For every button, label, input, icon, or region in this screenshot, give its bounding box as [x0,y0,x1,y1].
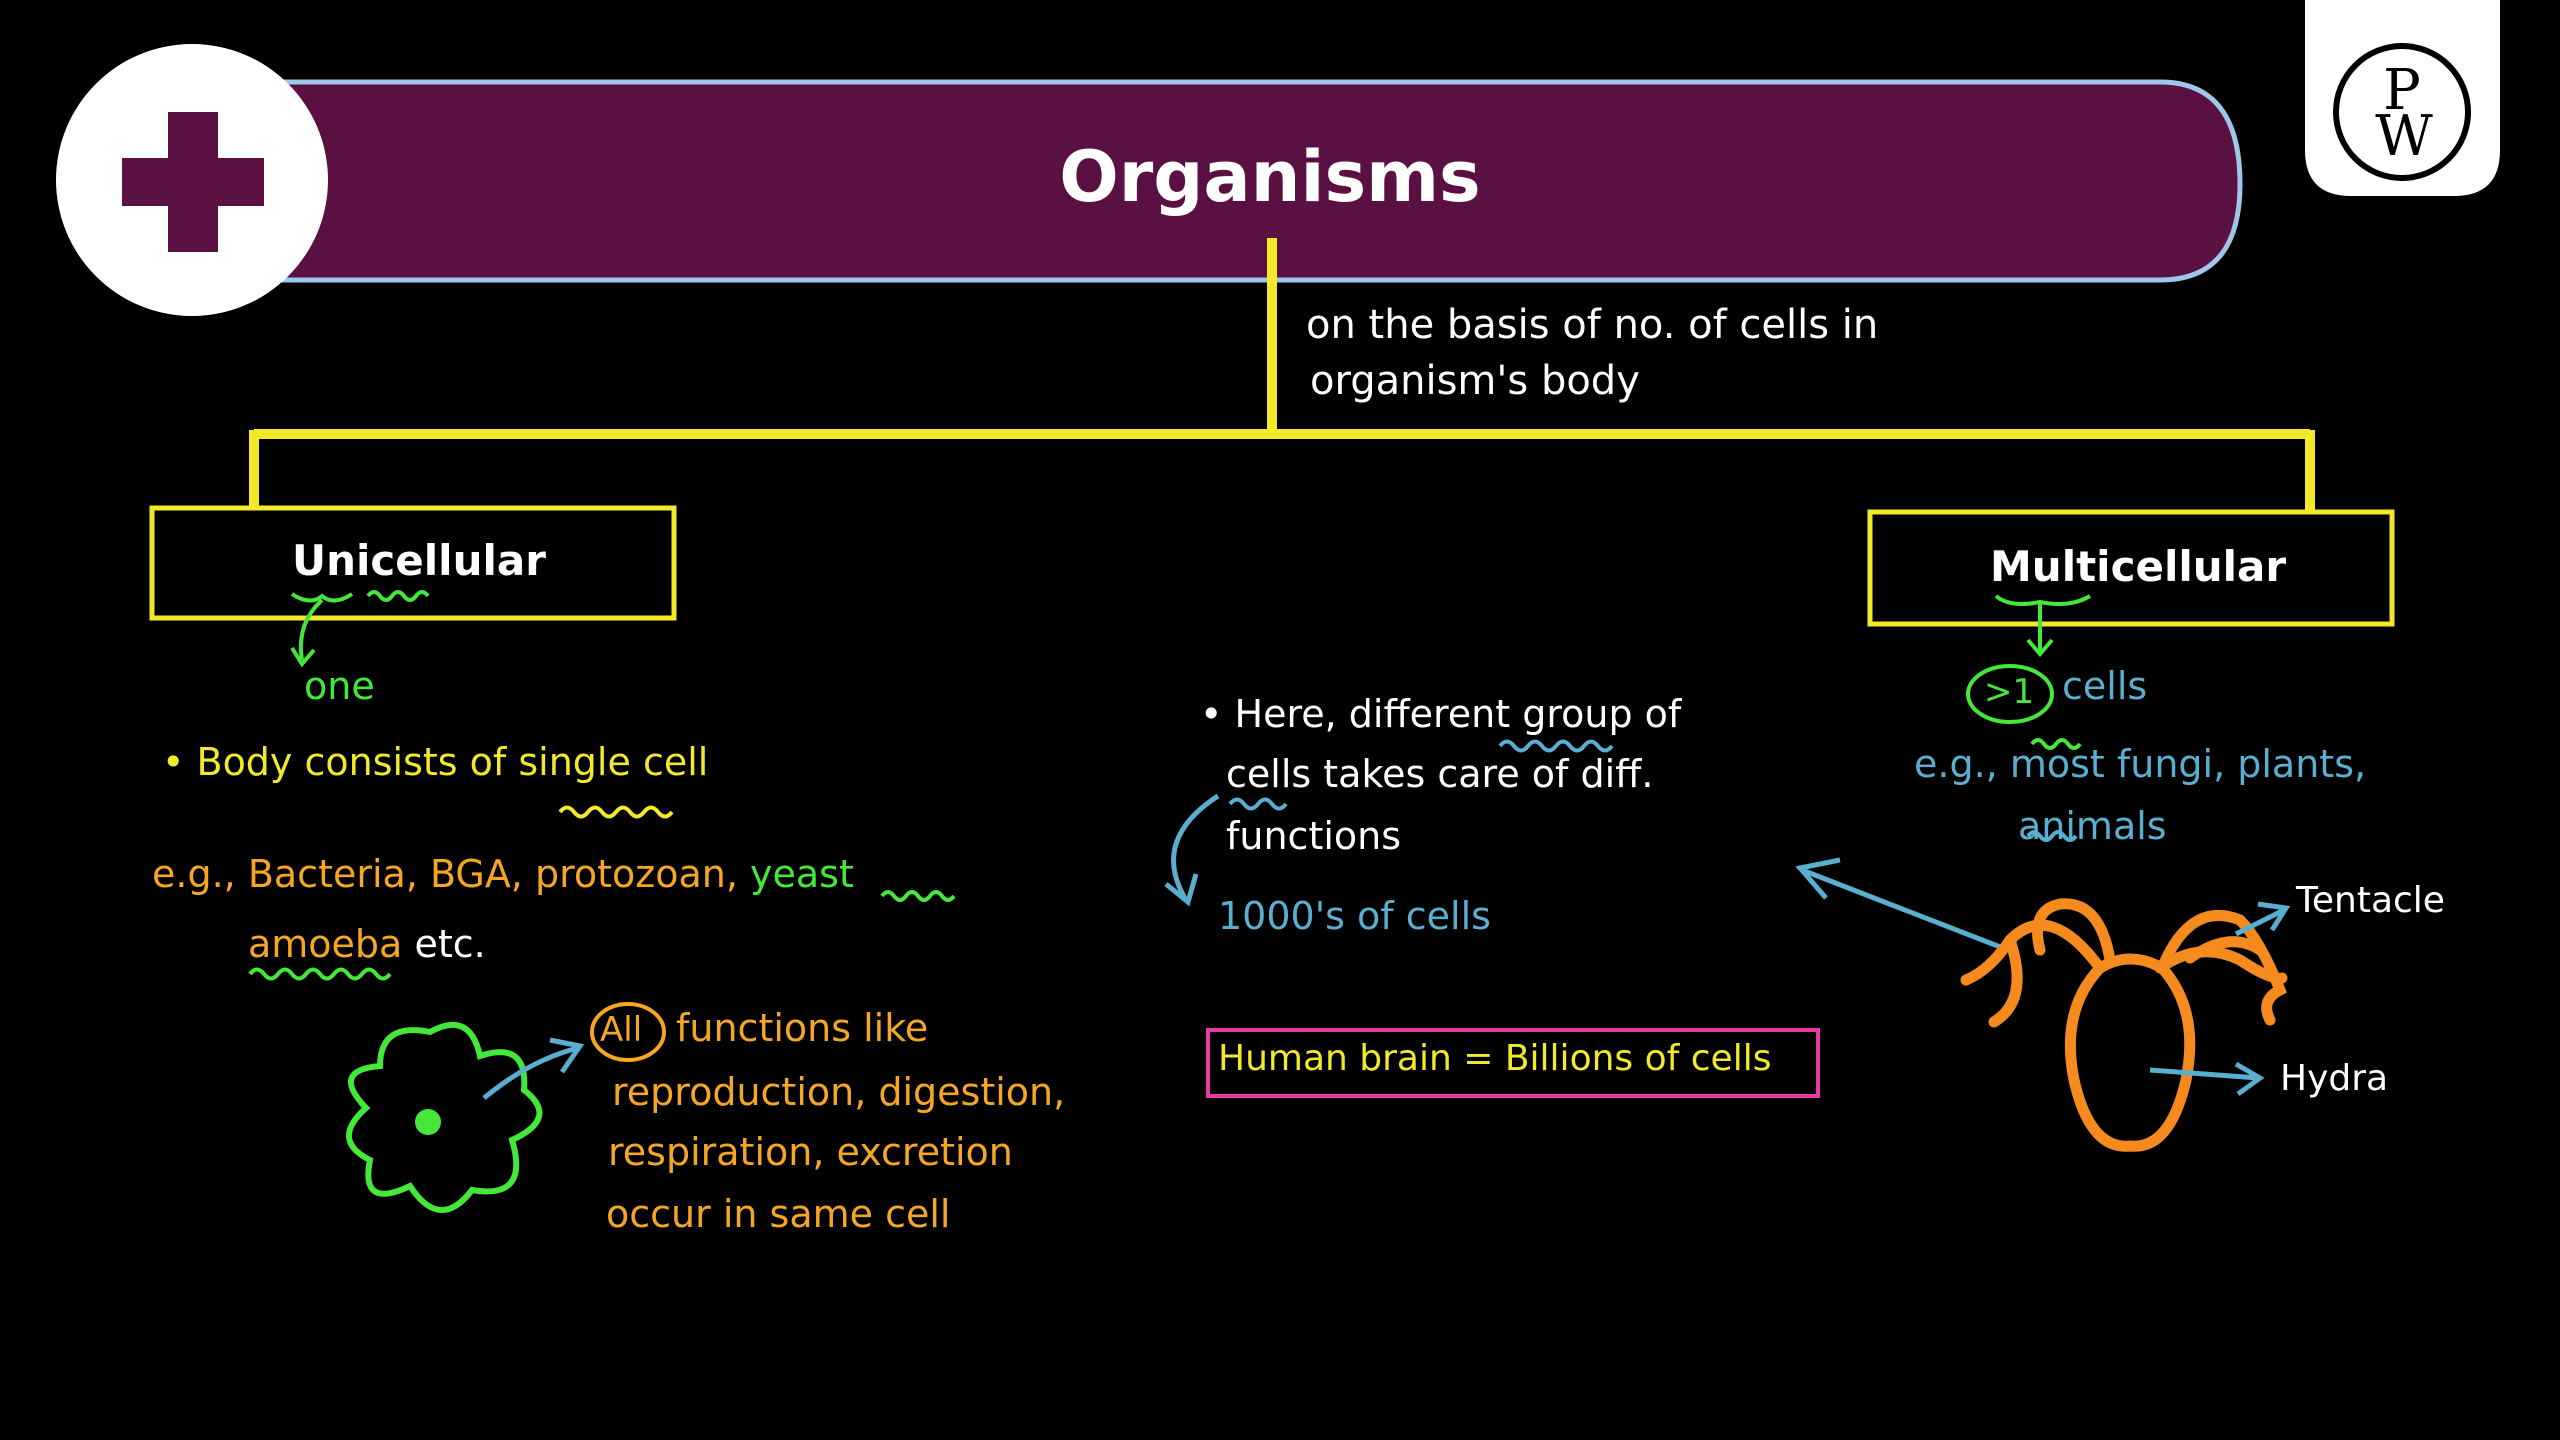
hydra-drawing [1960,898,2288,1152]
count-label: cells [2062,664,2148,708]
unicellular-title: Unicellular [292,536,546,585]
multicellular-box [1867,509,2395,627]
examples-prefix: e.g., Bacteria, BGA, protozoan, [152,852,738,896]
yeast-underline [880,890,956,902]
basis-note-line1: on the basis of no. of cells in [1306,302,1879,348]
multicellular-examples-line2: animals [2018,804,2167,848]
examples-yeast: yeast [750,852,854,896]
brain-text: Human brain = Billions of cells [1218,1038,1772,1079]
gt1-circle [1966,664,2054,724]
middle-line2: cells takes care of diff. [1226,752,1654,796]
plus-icon-bar [122,158,264,206]
middle-line1: • Here, different group of [1200,692,1682,736]
logo-letter-bottom: W [2375,104,2433,169]
functions-line1: functions like [676,1006,929,1050]
title-banner [227,79,2243,283]
examples-amoeba: amoeba [248,922,403,966]
amoeba-nucleus [415,1109,441,1135]
middle-line3: functions [1226,814,1402,858]
multicellular-examples-line1: e.g., most fungi, plants, [1914,742,2367,786]
logo-ring [2333,43,2471,181]
middle-curve-arrow [1164,793,1220,907]
unicellular-brace [290,590,430,668]
multicellular-title: Multicellular [1990,542,2287,591]
tentacle-label: Tentacle [2296,880,2445,921]
brain-box [1206,1028,1820,1098]
basis-note-line2: organism's body [1310,358,1640,404]
all-label: All [600,1010,643,1050]
logo-letter-top: P [2383,58,2421,123]
functions-line4: occur in same cell [606,1192,951,1236]
functions-line2: reproduction, digestion, [612,1070,1066,1114]
hydra-label-arrow [2149,1061,2265,1097]
examples-etc: etc. [414,922,486,966]
single-underline [558,805,674,819]
logo-tab [2305,0,2500,196]
unicellular-examples-line1: e.g., Bacteria, BGA, protozoan, yeast [152,852,854,896]
hydra-to-middle-arrow [1795,857,2009,953]
count-symbol: >1 [1984,672,2035,712]
cells-underline [1228,797,1288,811]
multicellular-brace [1994,594,2092,750]
unicellular-meaning: one [304,664,375,708]
group-underline [1498,739,1614,753]
functions-line3: respiration, excretion [608,1130,1013,1174]
middle-count: 1000's of cells [1218,894,1491,938]
unicellular-examples-line2: amoeba etc. [248,922,486,966]
amoeba-drawing [346,1021,543,1213]
hydra-label: Hydra [2280,1058,2389,1099]
all-circle [590,1002,666,1062]
amoeba-arrow [482,1037,585,1100]
unicellular-box [149,505,677,621]
tentacle-arrow [2234,901,2291,937]
page-title: Organisms [1059,136,1481,218]
amoeba-underline [248,967,392,981]
unicellular-point: • Body consists of single cell [162,740,709,784]
most-underline [2026,830,2078,842]
tree-connector [249,238,2315,510]
